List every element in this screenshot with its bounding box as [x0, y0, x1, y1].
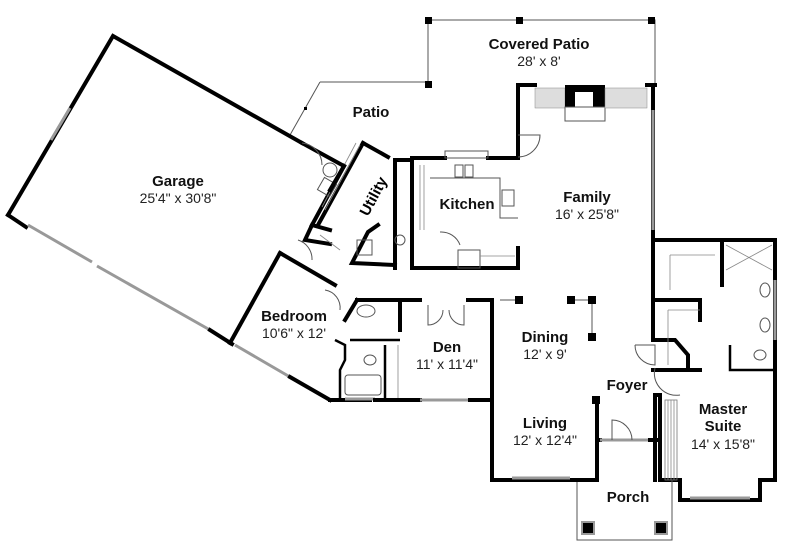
bedroom-walls — [227, 250, 400, 403]
garage-walls — [5, 33, 347, 347]
room-den: Den 11' x 11'4" — [416, 339, 478, 372]
room-foyer: Foyer — [607, 377, 648, 394]
room-kitchen: Kitchen — [439, 196, 494, 213]
room-name-line1: Master — [698, 401, 748, 418]
room-dimensions: 14' x 15'8" — [690, 435, 756, 452]
utility-walls — [302, 140, 414, 270]
room-name: Den — [432, 339, 462, 356]
room-name: Garage — [152, 173, 204, 190]
room-name-line2: Suite — [704, 418, 742, 436]
dining-living-walls — [490, 296, 599, 482]
room-covered-patio: Covered Patio 28' x 8' — [489, 36, 590, 69]
room-dimensions: 10'6" x 12' — [261, 325, 327, 342]
covered-patio-outline — [350, 17, 656, 88]
room-name: Family — [563, 189, 611, 206]
room-name: Dining — [521, 329, 569, 346]
room-name: Bedroom — [261, 308, 327, 325]
hall-walls — [297, 142, 347, 261]
room-dimensions: 12' x 12'4" — [512, 432, 578, 449]
room-name: Porch — [606, 489, 650, 506]
room-dimensions: 11' x 11'4" — [416, 356, 478, 373]
master-suite-walls — [634, 238, 777, 502]
room-name: Kitchen — [439, 196, 495, 213]
room-dining: Dining 12' x 9' — [522, 329, 569, 362]
room-name: Patio — [352, 104, 390, 121]
room-dimensions: 28' x 8' — [517, 53, 561, 70]
room-bedroom: Bedroom 10'6" x 12' — [261, 308, 327, 341]
patio-outline — [289, 81, 350, 136]
room-name: Covered Patio — [488, 36, 590, 53]
room-patio: Patio — [353, 104, 390, 121]
room-living: Living 12' x 12'4" — [513, 415, 577, 448]
room-name: Foyer — [606, 377, 648, 394]
room-family: Family 16' x 25'8" — [555, 189, 619, 222]
room-dimensions: 12' x 9' — [523, 346, 567, 363]
room-garage: Garage 25'4" x 30'8" — [140, 173, 217, 206]
room-dimensions: 16' x 25'8" — [554, 206, 620, 223]
room-dimensions: 25'4" x 30'8" — [139, 190, 217, 207]
foyer-porch-walls — [576, 393, 673, 541]
room-porch: Porch — [607, 489, 650, 506]
family-walls — [516, 83, 657, 242]
den-walls — [328, 298, 494, 402]
room-master-suite: Master Suite 14' x 15'8" — [691, 401, 755, 452]
kitchen-walls — [410, 83, 520, 270]
room-name: Living — [522, 415, 568, 432]
